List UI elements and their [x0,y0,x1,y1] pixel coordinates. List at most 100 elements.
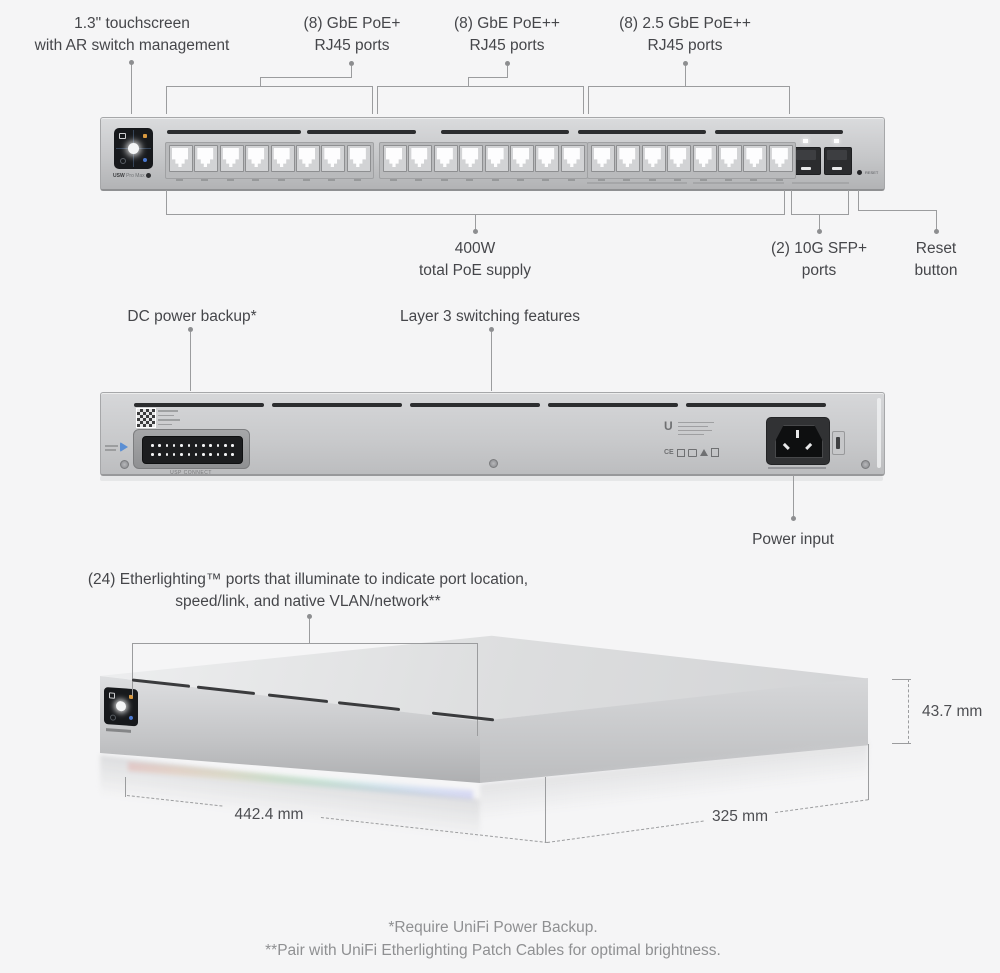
rj45-connector [644,148,661,167]
vent-slot [272,403,402,407]
speed-indicator-bar [587,182,687,184]
port-number-mark [648,179,656,181]
warning-triangle-icon [699,449,708,456]
callout-line [132,643,133,696]
connector-pin [172,453,176,456]
connector-pin [202,453,205,456]
rj45-connector [563,148,580,167]
connector-pin [194,453,198,456]
rj45-port [219,145,244,172]
callout-line [125,777,126,797]
rj45-connector [386,148,402,167]
qr-text-line [158,423,172,425]
callout-dot [683,61,688,66]
label-touchscreen-line2: with AR switch management [34,37,230,54]
iso-screen-app-icon [109,692,115,699]
dimension-height: 43.7 mm [922,703,983,720]
reset-pinhole [857,170,862,175]
speed-indicator-bar [792,182,849,184]
sfp-led-2 [834,139,839,143]
rj45-port [270,145,295,172]
port-number-mark [328,179,336,181]
port-number-mark [390,179,397,181]
ubiquiti-logo: U [664,419,673,433]
dimension-depth: 325 mm [712,808,768,825]
connector-pin [187,444,190,447]
vent-slot [307,130,416,134]
dc-connector-socket [142,436,243,464]
callout-dot [791,516,796,521]
label-25gbe-poe-line2: RJ45 ports [647,37,723,54]
label-touchscreen: 1.3" touchscreen with AR switch manageme… [20,13,244,57]
rj45-port [169,145,193,172]
power-cord-clip-slot [836,437,840,449]
port-number-mark [623,179,631,181]
callout-dot [349,61,354,66]
rj45-connector [721,148,737,167]
rj45-port [768,145,793,172]
screw [489,459,498,468]
callout-dot [129,60,134,65]
callout-line [475,214,476,232]
callout-line [858,210,937,211]
rj45-port [433,145,458,172]
spec-text-mark-1 [105,445,118,447]
rj45-port-group [379,142,588,179]
inlet-ground-pin [796,430,799,438]
callout-line [793,475,794,519]
label-gbe-poe-plus: (8) GbE PoE+ RJ45 ports [272,13,432,57]
rj45-port [408,145,433,172]
callout-dot [307,614,312,619]
callout-line [309,619,310,644]
brand-text-bold: USW [113,173,125,179]
iso-screen-dial-icon [116,700,126,712]
inlet-rating-text-mark [768,467,826,469]
label-reset-button: Reset button [886,238,986,282]
rj45-port [484,145,509,172]
qr-text-line [158,419,180,421]
connector-pin [224,453,227,456]
rj45-connector [324,148,341,167]
rj45-port [743,145,768,172]
callout-line [892,679,911,680]
rj45-connector [695,148,712,167]
connector-pin [216,453,220,456]
power-cord-clip [832,431,845,455]
underside-bracket [791,190,849,215]
label-layer3: Layer 3 switching features [399,308,581,325]
screw [861,460,870,469]
rj45-port-group [587,142,796,179]
rj45-port [591,145,615,172]
sfp-cage-2-inner [827,150,847,160]
label-gbe-poe-plus-line1: (8) GbE PoE+ [303,15,401,32]
rj45-port [321,145,346,172]
touchscreen-display [114,128,153,169]
underside-bracket [166,190,785,215]
rj45-connector [462,148,479,167]
port-group-bracket [588,86,790,114]
eac-mark-icon [687,448,697,457]
dc-connector [133,429,250,469]
ce-mark: CE [664,449,674,456]
speed-indicator-bar [693,182,784,184]
sfp-cage-1-latch [801,167,811,170]
callout-line [936,210,937,232]
callout-line [545,777,546,843]
brand-text: USW Pro Max [113,173,173,179]
rj45-connector [538,148,555,167]
callout-line [868,744,869,800]
rj45-connector [172,148,188,167]
port-number-mark [598,179,605,181]
spec-text-line [678,430,712,432]
vent-slot [548,403,678,407]
callout-line [491,332,492,391]
connector-pin [231,453,234,456]
reset-text: RESET [865,170,879,175]
screen-dot-icon [143,158,147,162]
connector-pin [194,444,198,447]
rj45-connector [594,148,610,167]
callout-line [190,332,191,391]
callout-line [819,214,820,232]
label-poe-budget-line2: total PoE supply [418,262,531,279]
power-inlet-socket [775,425,823,458]
